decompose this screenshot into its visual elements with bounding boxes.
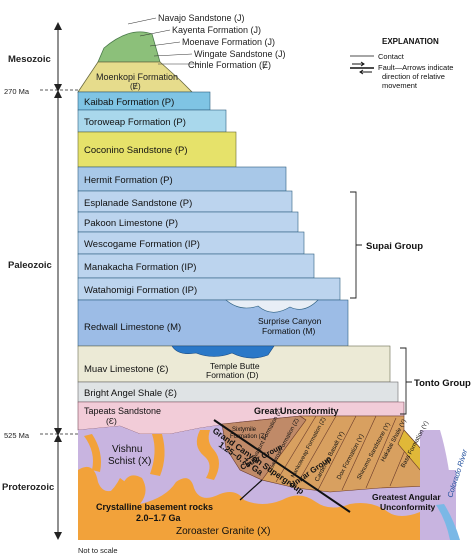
crystalline-label-1: Crystalline basement rocks	[96, 502, 213, 512]
fault-label-3: movement	[382, 81, 418, 90]
pakoon-label: Pakoon Limestone (P)	[84, 218, 178, 229]
age-270: 270 Ma	[4, 87, 30, 96]
granite-dike-1	[84, 434, 101, 472]
fault-label-1: Fault—Arrows indicate	[378, 63, 453, 72]
kaibab-label: Kaibab Formation (P)	[84, 97, 174, 108]
temple-butte-label-2: Formation (D)	[206, 370, 259, 380]
explanation-title: EXPLANATION	[382, 37, 439, 46]
age-525: 525 Ma	[4, 431, 30, 440]
fault-arrows-icon	[350, 61, 374, 75]
watahomigi-label: Watahomigi Formation (IP)	[84, 285, 197, 296]
redwall-label: Redwall Limestone (M)	[84, 322, 181, 333]
vishnu-label-2: Schist (X)	[108, 456, 151, 467]
coconino-label: Coconino Sandstone (P)	[84, 145, 188, 156]
hermit-label: Hermit Formation (P)	[84, 175, 173, 186]
zoroaster-label: Zoroaster Granite (X)	[176, 526, 270, 537]
chinle-label: Chinle Formation (Ɇ)	[188, 60, 271, 70]
boundary-fault	[213, 419, 351, 513]
sixtymile-label-2: Formation (Z)	[230, 434, 266, 440]
zoroaster-granite	[78, 466, 420, 540]
coconino-layer	[77, 131, 237, 168]
moenkopi-age: (Ɇ)	[130, 82, 141, 91]
granite-dike-2	[150, 434, 165, 476]
era-axis-arrows	[54, 22, 62, 540]
tonto-bracket	[400, 347, 412, 415]
manakacha-label: Manakacha Formation (IP)	[84, 262, 196, 273]
surprise-canyon-lens	[225, 299, 319, 313]
wingate-label: Wingate Sandstone (J)	[194, 49, 286, 59]
granite-dike-3	[196, 430, 219, 480]
mesozoic-leaders	[127, 17, 200, 65]
angular-unconformity-label-1: Greatest Angular	[372, 492, 441, 502]
supai-group-label: Supai Group	[366, 241, 423, 252]
wescogame-label: Wescogame Formation (IP)	[84, 239, 200, 250]
moenave-label: Moenave Formation (J)	[182, 37, 275, 47]
vishnu-label-1: Vishnu	[112, 444, 142, 455]
tonto-group-label: Tonto Group	[414, 378, 471, 389]
crystalline-label-2: 2.0–1.7 Ga	[136, 513, 182, 523]
kayenta-label: Kayenta Formation (J)	[172, 25, 261, 35]
colorado-river	[436, 504, 460, 540]
not-to-scale-note: Not to scale	[78, 546, 118, 555]
moenkopi-layer	[77, 61, 193, 93]
mesozoic-upper-units	[97, 31, 161, 63]
butte-fault	[239, 479, 263, 501]
surprise-canyon-label-2: Formation (M)	[262, 326, 316, 336]
supai-bracket	[350, 191, 362, 299]
esplanade-label: Esplanade Sandstone (P)	[84, 198, 192, 209]
fault-label-2: direction of relative	[382, 72, 445, 81]
navajo-label: Navajo Sandstone (J)	[158, 13, 245, 23]
tapeats-label-1: Tapeats Sandstone	[84, 406, 161, 416]
temple-butte-label-1: Temple Butte	[210, 361, 260, 371]
surprise-canyon-label-1: Surprise Canyon	[258, 316, 322, 326]
unkar-strata-lines	[275, 415, 411, 491]
toroweap-label: Toroweap Formation (P)	[84, 117, 186, 128]
contact-label: Contact	[378, 52, 405, 61]
sixtymile-label-1: Sixtymile	[232, 427, 257, 433]
muav-label: Muav Limestone (Ɛ)	[84, 364, 168, 375]
angular-unconformity-label-2: Unconformity	[380, 502, 436, 512]
era-proterozoic: Proterozoic	[2, 482, 54, 493]
moenkopi-label: Moenkopi Formation	[96, 72, 178, 82]
temple-butte-lens	[171, 345, 275, 359]
era-mesozoic: Mesozoic	[8, 54, 51, 65]
great-unconformity-label: Great Unconformity	[254, 406, 339, 416]
bright-angel-label: Bright Angel Shale (Ɛ)	[84, 388, 177, 399]
tapeats-label-2: (Ɛ)	[106, 416, 117, 426]
granite-dike-4	[92, 478, 128, 508]
hermit-layer	[77, 166, 287, 192]
era-paleozoic: Paleozoic	[8, 260, 52, 271]
